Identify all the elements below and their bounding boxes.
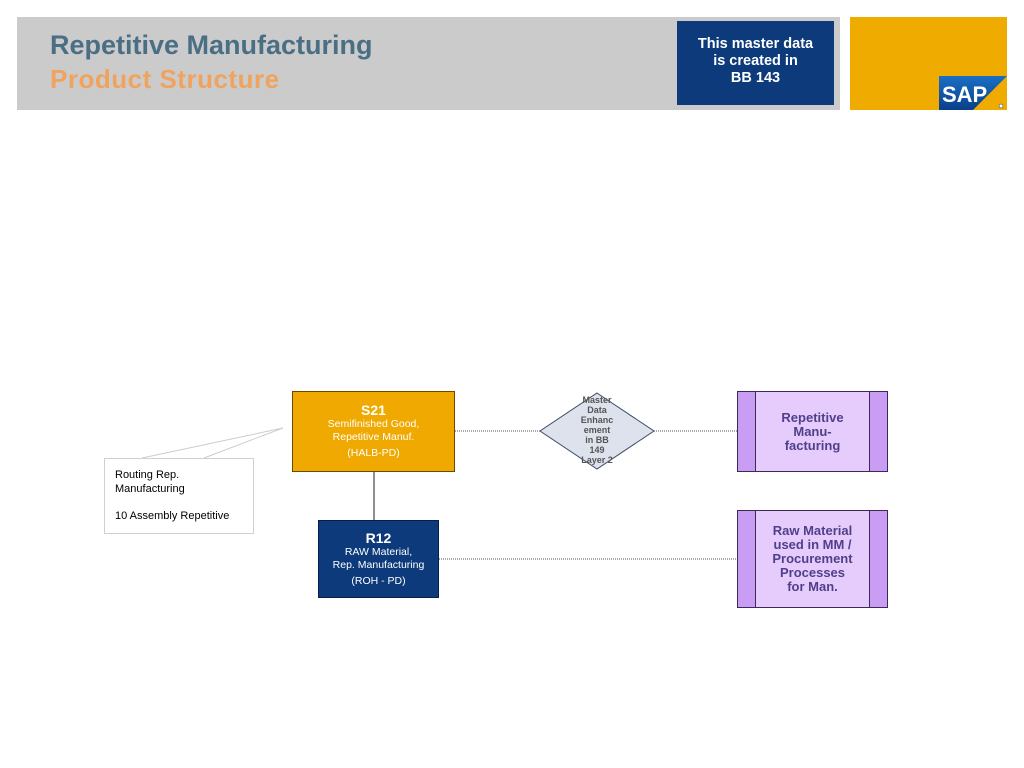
node-code: R12 — [365, 530, 392, 546]
node-type: (ROH - PD) — [351, 575, 406, 587]
node-description: Semifinished Good, — [327, 418, 420, 430]
process-label: Processes — [779, 565, 846, 580]
note-line: This master data — [697, 36, 814, 52]
callout-line: Routing Rep. — [115, 469, 180, 481]
logo-panel: SAP — [850, 17, 1007, 110]
callout-line: Manufacturing — [115, 482, 185, 495]
node-code: S21 — [361, 402, 386, 418]
semifinished-node-s21: S21 Semifinished Good, Repetitive Manuf.… — [292, 391, 455, 472]
process-label: used in MM / — [773, 537, 852, 552]
routing-callout: Routing Rep. Manufacturing 10 Assembly R… — [104, 458, 254, 534]
note-line: is created in — [713, 53, 798, 69]
decision-label: Master Data Enhanc ement in BB 149 Layer… — [580, 395, 614, 465]
logo-text: SAP — [942, 82, 987, 107]
process-raw-material-procurement: Raw Material used in MM / Procurement Pr… — [737, 510, 888, 608]
callout-pointer — [141, 427, 284, 459]
page-title: Repetitive Manufacturing — [50, 30, 373, 60]
process-label: facturing — [784, 437, 841, 453]
process-label: Repetitive — [781, 409, 844, 425]
process-repetitive-manufacturing: Repetitive Manu- facturing — [737, 391, 888, 472]
node-description: RAW Material, — [344, 546, 413, 558]
note-line: BB 143 — [730, 70, 781, 86]
node-type: (HALB-PD) — [347, 447, 400, 459]
callout-detail: 10 Assembly Repetitive — [115, 510, 230, 522]
decision-diamond — [539, 392, 655, 470]
node-description: Repetitive Manuf. — [332, 431, 415, 443]
sap-logo: SAP — [939, 76, 1007, 110]
node-description: Rep. Manufacturing — [332, 559, 425, 571]
process-label: Procurement — [772, 551, 853, 566]
process-label: for Man. — [787, 579, 838, 594]
process-label: Manu- — [793, 423, 832, 439]
master-data-note: This master data is created in BB 143 — [677, 21, 834, 105]
raw-material-node-r12: R12 RAW Material, Rep. Manufacturing (RO… — [318, 520, 439, 598]
page-subtitle: Product Structure — [50, 64, 280, 94]
process-label: Raw Material — [772, 523, 853, 538]
